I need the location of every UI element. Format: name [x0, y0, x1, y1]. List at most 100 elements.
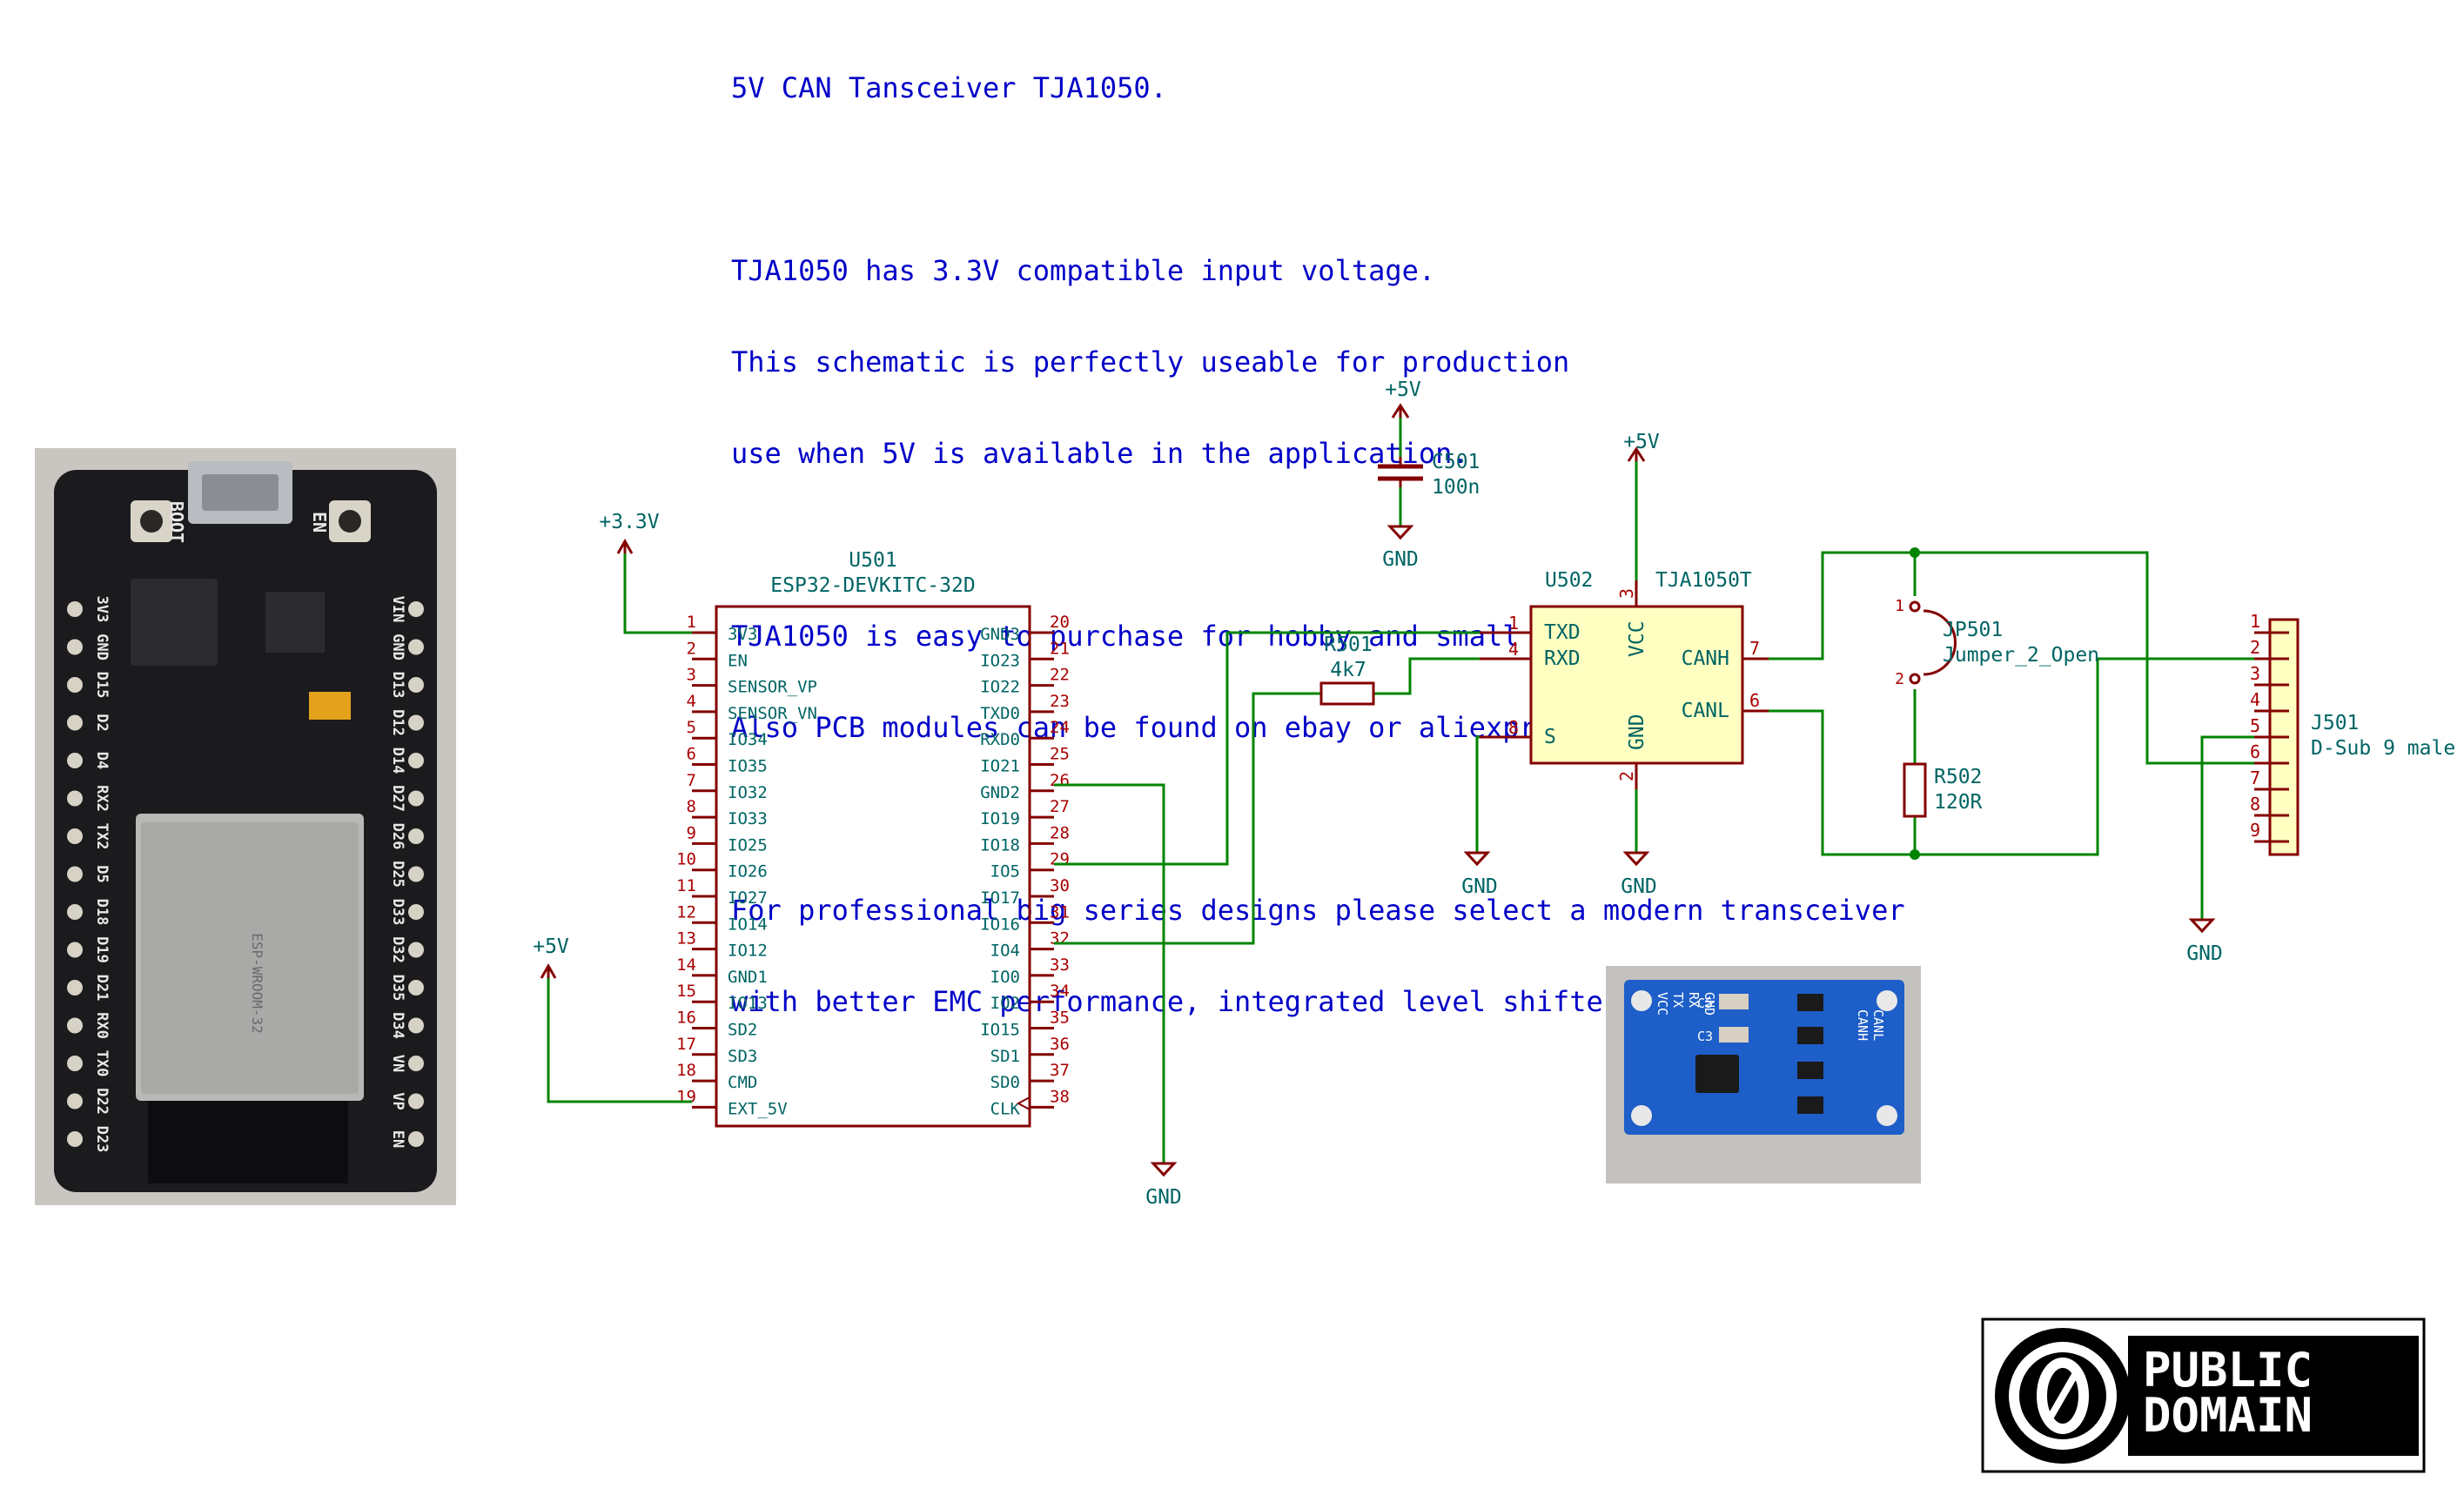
silk-pin: CANH	[1855, 1009, 1870, 1041]
header-hole-icon	[408, 601, 424, 617]
u501-pin-num: 2	[687, 639, 696, 658]
u502-value: TJA1050T	[1655, 569, 1752, 592]
silk-pin: D5	[93, 865, 111, 882]
u501-pin-name: IO0	[990, 968, 1020, 987]
mount-hole-icon	[1631, 990, 1652, 1011]
u501-pin-num: 11	[676, 876, 696, 895]
pin-name-vcc: VCC	[1626, 620, 1648, 657]
u501-pin-name: 3V3	[728, 625, 757, 644]
j501-ref: J501	[2311, 712, 2359, 734]
silk-pin: RX0	[93, 1012, 111, 1039]
silk-pin: D35	[389, 975, 406, 1002]
r502-ref: R502	[1934, 766, 1982, 788]
silk-pin: D33	[389, 899, 406, 926]
header-hole-icon	[408, 904, 424, 920]
u501-pin-name: IO5	[990, 862, 1020, 882]
header-hole-icon	[67, 1093, 83, 1110]
silk-pin: D4	[93, 752, 111, 769]
u501-pin-name: IO33	[728, 809, 768, 828]
header-hole-icon	[408, 1017, 424, 1034]
u501-pin-name: IO22	[980, 678, 1020, 697]
pin-num-gnd: 2	[1616, 771, 1637, 781]
pin-num-rxd: 4	[1508, 639, 1519, 660]
r501-value: 4k7	[1330, 659, 1366, 681]
u501-pin-name: IO34	[728, 730, 768, 749]
silk-pin: VP	[389, 1092, 406, 1110]
r501-resistor: R501 4k7	[1319, 634, 1375, 706]
silk-pin: D22	[93, 1088, 111, 1115]
silk-pin: D12	[389, 709, 406, 736]
pd-line2: DOMAIN	[2143, 1388, 2313, 1443]
u501-pin-num: 20	[1050, 613, 1070, 632]
header-hole-icon	[408, 980, 424, 996]
junction-dot	[1910, 547, 1920, 558]
note-line: use when 5V is available in the applicat…	[731, 437, 1469, 470]
silk-pin: 3V3	[93, 596, 111, 623]
label-5v-ext: +5V	[533, 935, 569, 958]
u502-ref: U502	[1545, 569, 1593, 592]
silk-pin: TX0	[93, 1050, 111, 1077]
power-symbols	[540, 403, 2216, 1177]
r502-value: 120R	[1934, 791, 1983, 814]
pin-name-canl: CANL	[1682, 700, 1729, 722]
u501-pin-num: 24	[1050, 718, 1070, 737]
label-5v-vcc: +5V	[1623, 431, 1660, 453]
u501-pin-num: 29	[1050, 850, 1070, 869]
u501-pin-name: IO12	[728, 942, 768, 961]
u501-body	[715, 605, 1031, 1128]
module-label: ESP-WROOM-32	[249, 933, 265, 1034]
silk-pin: D23	[93, 1126, 111, 1153]
mount-hole-icon	[1877, 990, 1897, 1011]
usb-uart-chip-icon	[131, 579, 218, 666]
u501-pin-name: SD2	[728, 1021, 757, 1040]
u501-pin-name: IO23	[980, 651, 1020, 670]
clock-pin-marker-icon	[1016, 1096, 1031, 1110]
u501-pin-name: CLK	[990, 1099, 1021, 1118]
u501-pin-num: 37	[1050, 1061, 1070, 1080]
u501-pin-name: IO25	[728, 835, 768, 855]
silk-pin: TX	[1670, 992, 1686, 1008]
u501-esp32: U501 ESP32-DEVKITC-32D 13V32EN3SENSOR_VP…	[676, 549, 1070, 1128]
wire-canh	[1769, 551, 2254, 765]
header-hole-icon	[67, 1131, 83, 1147]
u501-pin-num: 9	[687, 823, 696, 842]
u501-pin-name: CMD	[728, 1073, 757, 1092]
header-hole-icon	[67, 866, 83, 882]
r502-resistor: R502 120R	[1903, 762, 1983, 818]
power-labels: +3.3V +5V +5V +5V GND GND GND GND GND	[533, 379, 2223, 1209]
u501-pin-name: IO21	[980, 757, 1020, 776]
silk-pin: D14	[389, 748, 406, 774]
public-domain-logo: PUBLIC DOMAIN	[1981, 1317, 2426, 1473]
u501-pin-name: SD1	[990, 1047, 1020, 1066]
header-hole-icon	[67, 904, 83, 920]
u501-pin-name: SENSOR_VN	[728, 704, 817, 723]
silk-pin: D18	[93, 899, 111, 926]
u501-pin-num: 26	[1050, 771, 1070, 790]
jp501-pin2: 2	[1895, 670, 1904, 688]
silk-pin: GND	[93, 634, 111, 660]
u501-pin-num: 35	[1050, 1009, 1070, 1028]
header-hole-icon	[408, 790, 424, 807]
jp501-jumper: 1 2 JP501 Jumper_2_Open	[1895, 597, 2099, 688]
wire-s-gnd	[1475, 735, 1480, 853]
silk-pin: VN	[389, 1055, 406, 1072]
pin-num-canl: 6	[1749, 690, 1760, 711]
header-hole-icon	[408, 639, 424, 655]
pin-name-s: S	[1544, 726, 1556, 748]
silk-pin: CANL	[1870, 1009, 1886, 1041]
tja1050-chip-icon	[1695, 1055, 1739, 1093]
note-line: This schematic is perfectly useable for …	[731, 345, 1570, 379]
jp501-pin1: 1	[1895, 597, 1904, 615]
header-hole-icon	[408, 677, 424, 693]
j501-pin-num: 6	[2250, 741, 2260, 762]
label-gnd-esp: GND	[1145, 1186, 1182, 1209]
u501-pin-num: 23	[1050, 692, 1070, 711]
u501-pin-name: RXD0	[980, 730, 1020, 749]
u501-pin-num: 32	[1050, 929, 1070, 949]
silk-boot: BOOT	[166, 501, 187, 543]
can-pin-silk: VCC TX RX GND	[1655, 992, 1717, 1016]
silk-pin: RX	[1686, 992, 1702, 1008]
right-header-silk: VIN GND D13 D12 D14 D27 D26 D25 D33 D32 …	[389, 596, 406, 1149]
u501-pin-num: 18	[676, 1061, 696, 1080]
j501-pin-num: 7	[2250, 768, 2260, 788]
